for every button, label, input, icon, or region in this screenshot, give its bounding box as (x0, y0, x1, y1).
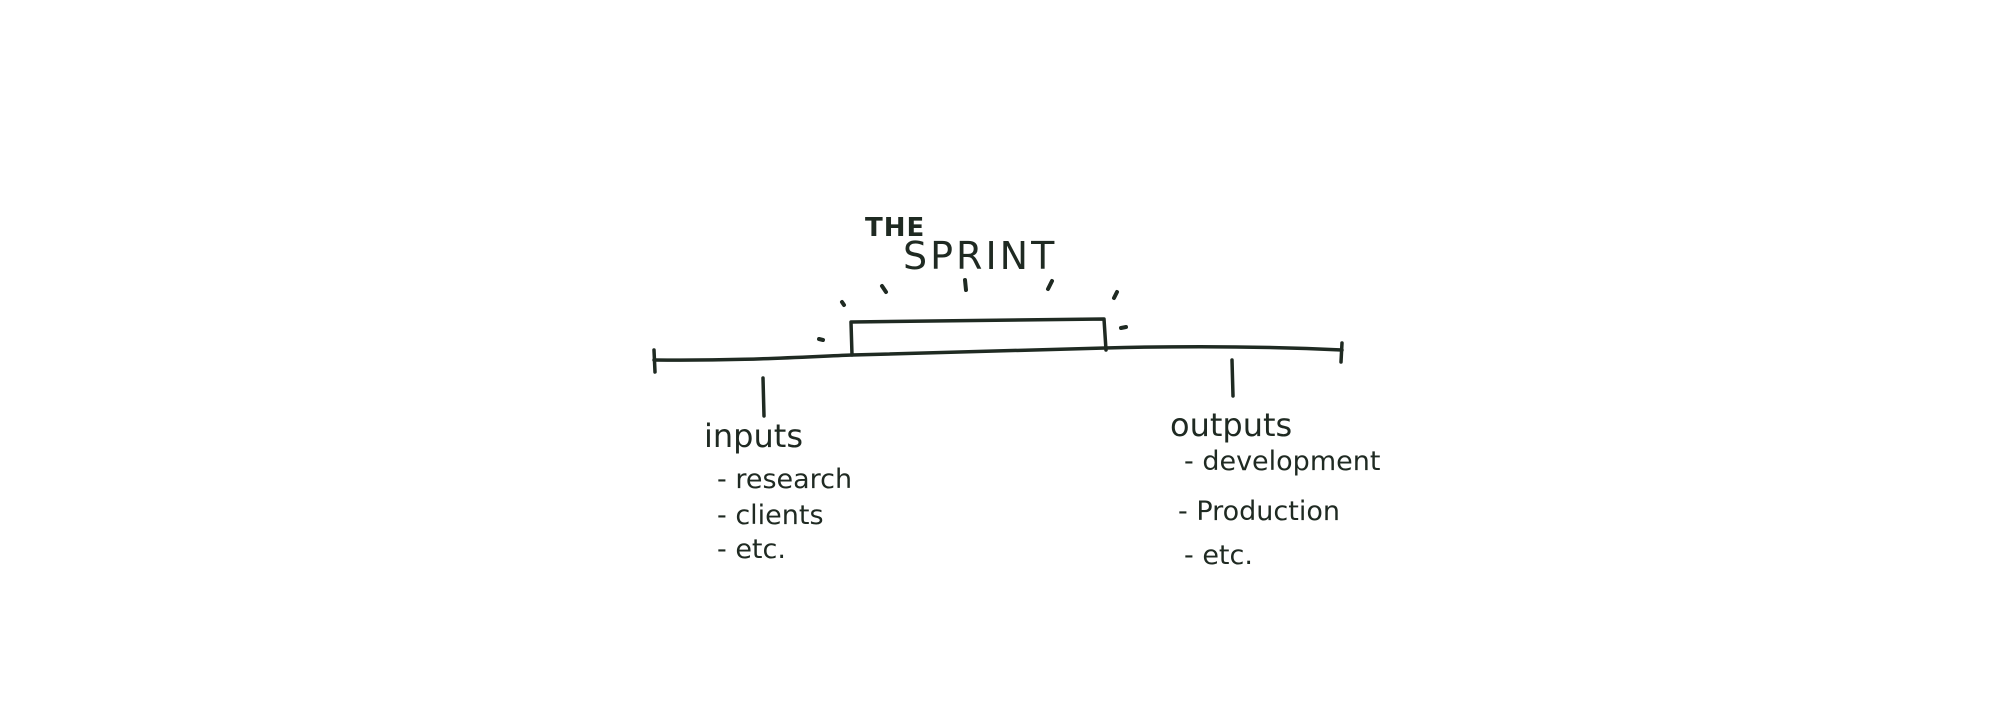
emphasis-mark (1046, 279, 1054, 291)
inputs-heading: inputs (704, 417, 803, 455)
emphasis-mark (1112, 290, 1119, 300)
emphasis-mark (963, 278, 968, 292)
outputs-heading: outputs (1170, 406, 1292, 444)
emphasis-marks (817, 278, 1128, 342)
inputs-connector (761, 376, 766, 418)
title-prefix: THE (865, 213, 925, 243)
timeline-start-cap (652, 348, 657, 374)
outputs-item: - etc. (1184, 540, 1253, 571)
emphasis-mark (1119, 325, 1128, 330)
inputs-group: inputs - research - clients - etc. (704, 417, 852, 565)
inputs-item: - research (717, 464, 852, 495)
outputs-connector (1230, 358, 1235, 398)
timeline-line (652, 344, 1344, 362)
sprint-box (849, 317, 1108, 357)
emphasis-mark (880, 284, 888, 294)
outputs-item: - development (1184, 446, 1380, 477)
timeline-end-cap (1339, 341, 1344, 364)
emphasis-mark (840, 300, 846, 307)
outputs-item: - Production (1178, 496, 1340, 527)
title-main: SPRINT (903, 234, 1057, 278)
inputs-item: - clients (717, 500, 824, 531)
emphasis-mark (817, 337, 825, 342)
inputs-item: - etc. (717, 534, 786, 565)
outputs-group: outputs - development - Production - etc… (1170, 406, 1380, 571)
